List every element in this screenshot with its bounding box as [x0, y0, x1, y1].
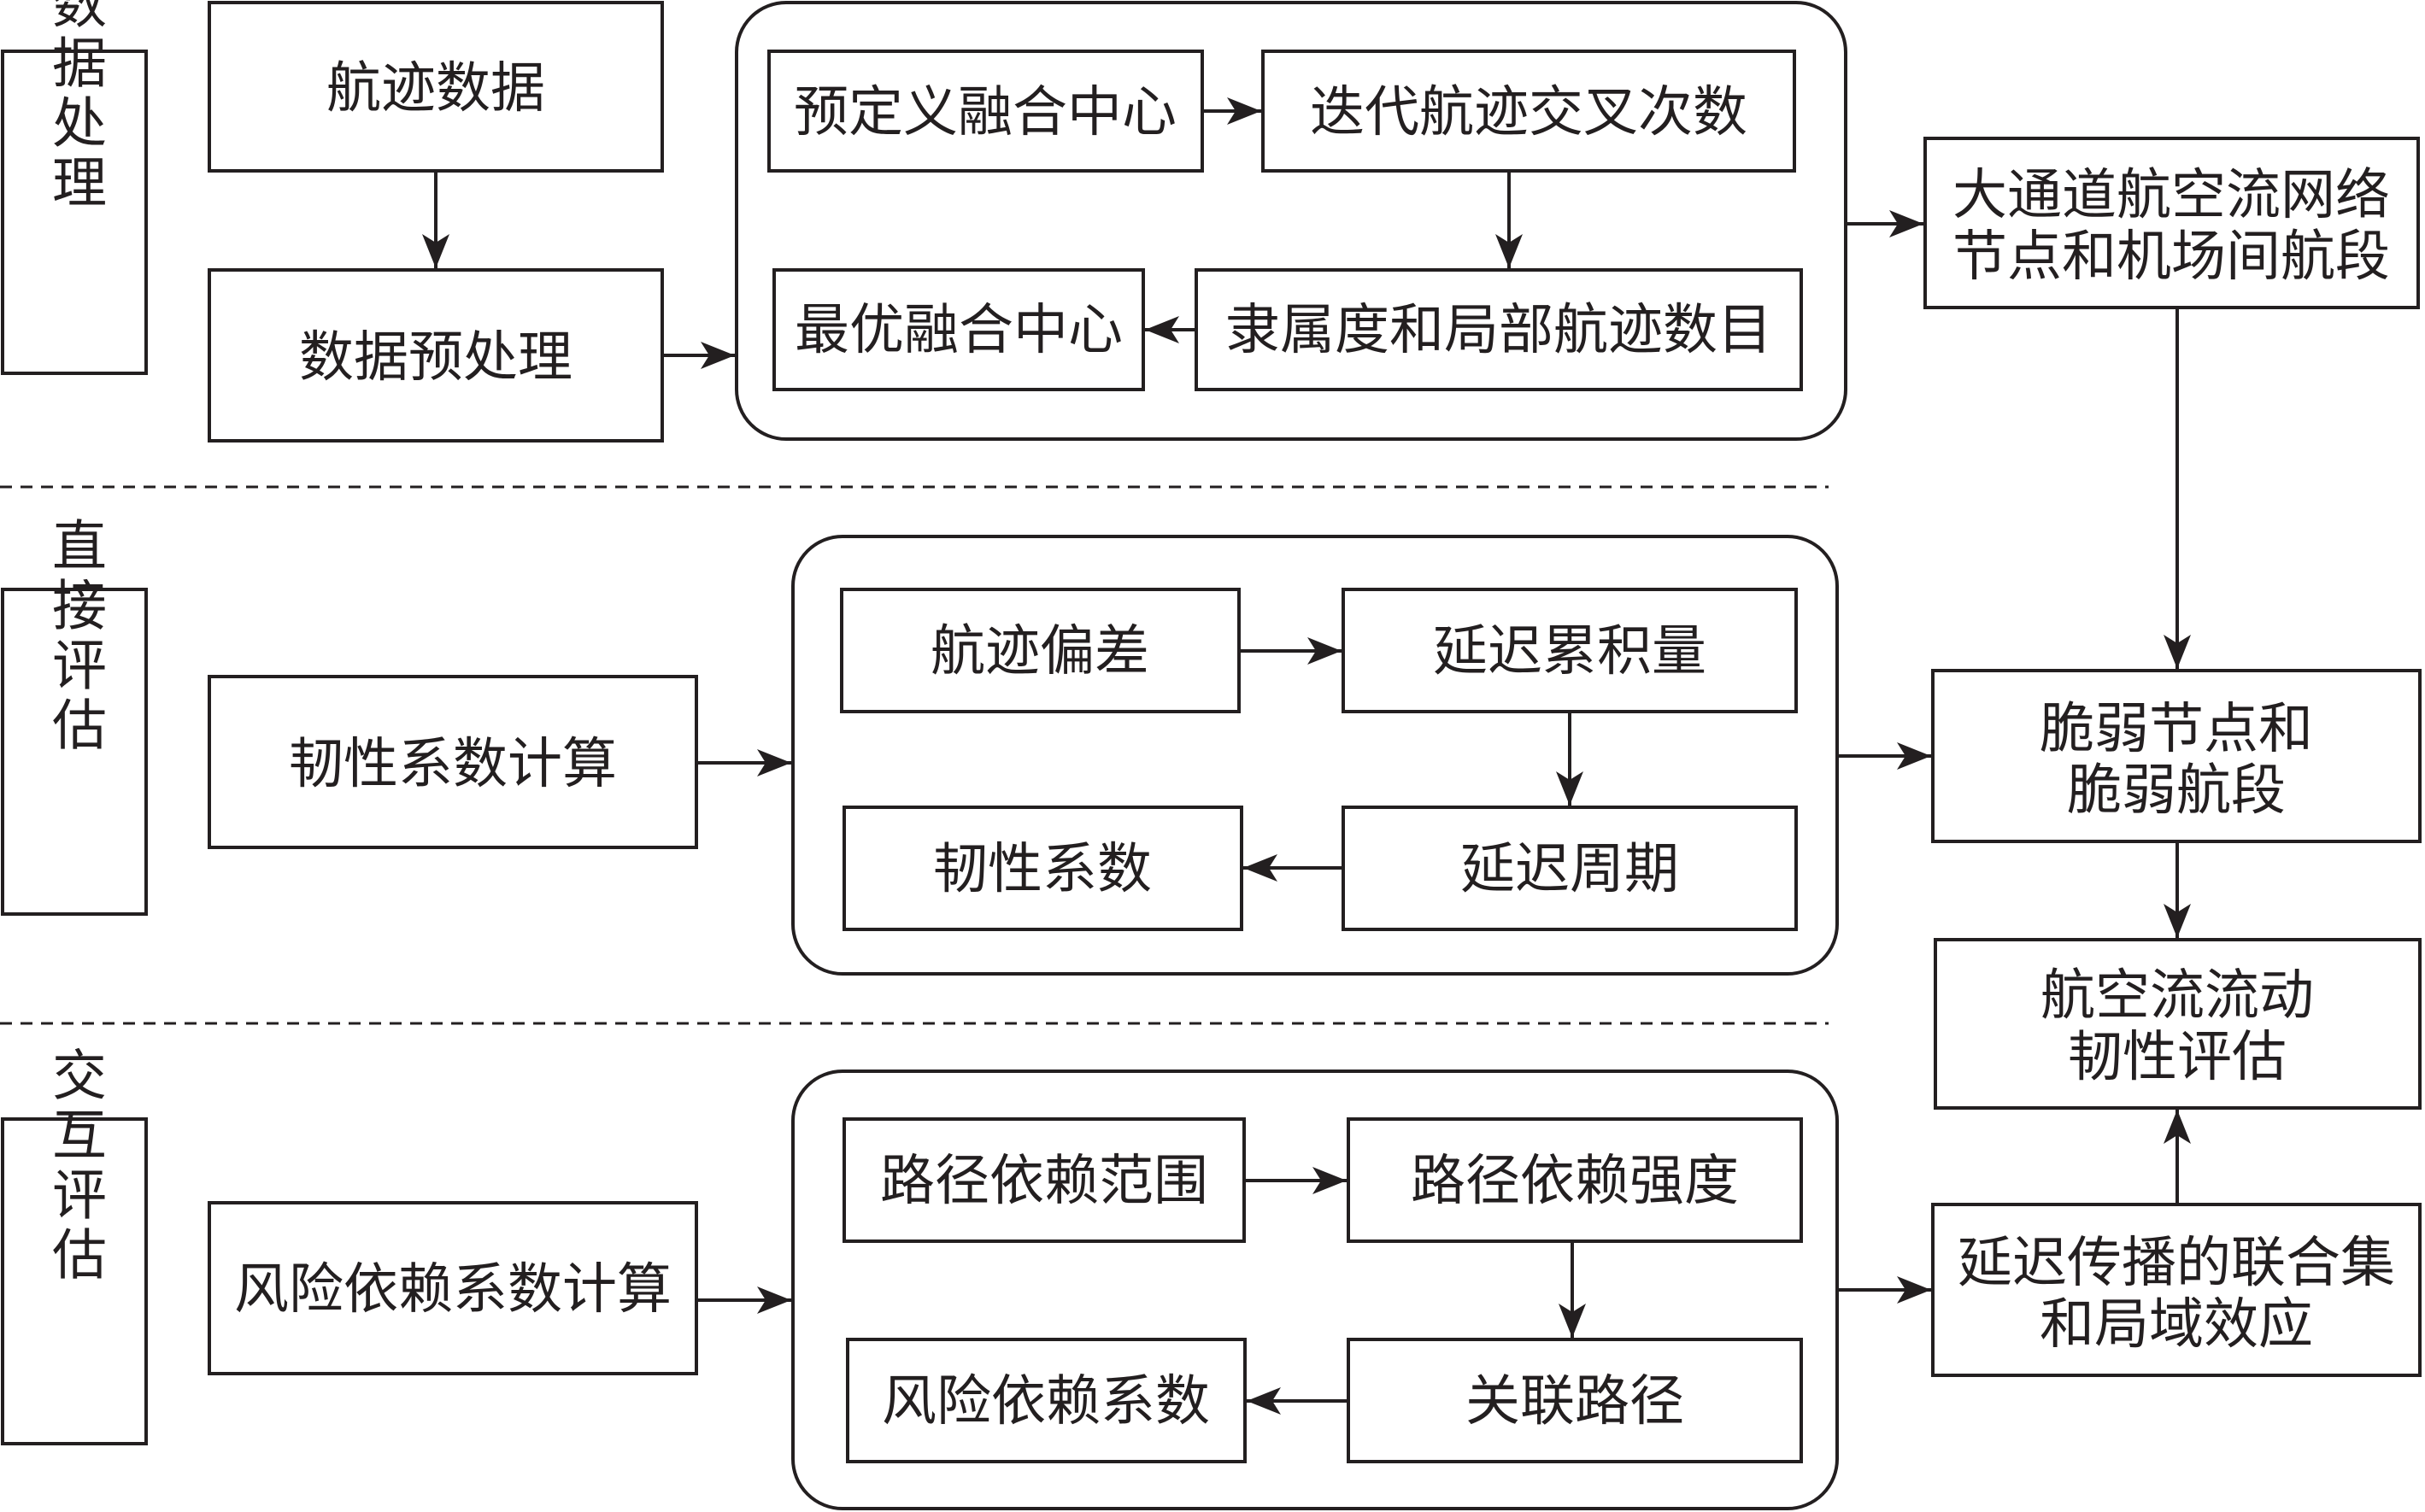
node-preprocess: 数据预处理: [208, 268, 664, 442]
svg-text:韧性系数: 韧性系数: [933, 838, 1152, 901]
svg-text:延迟周期: 延迟周期: [1460, 838, 1679, 901]
node-risk-calc: 风险依赖系数计算: [208, 1201, 698, 1375]
svg-text:数据预处理: 数据预处理: [299, 326, 572, 390]
svg-text:关联路径: 关联路径: [1465, 1370, 1684, 1433]
svg-text:路径依赖范围: 路径依赖范围: [880, 1150, 1208, 1213]
svg-text:韧性评估: 韧性评估: [2068, 1026, 2287, 1089]
svg-text:脆弱航段: 脆弱航段: [2067, 759, 2286, 823]
node-assoc-path: 关联路径: [1347, 1338, 1803, 1463]
node-delay-period: 延迟周期: [1342, 806, 1798, 931]
svg-text:大通道航空流网络: 大通道航空流网络: [1952, 164, 2390, 227]
svg-text:航迹偏差: 航迹偏差: [931, 620, 1149, 683]
svg-text:预定义融合中心: 预定义融合中心: [794, 81, 1177, 144]
node-delay-prop: 延迟传播的联合集 和局域效应: [1931, 1203, 2422, 1377]
node-resilience-coef: 韧性系数: [843, 806, 1243, 931]
svg-text:脆弱节点和: 脆弱节点和: [2040, 698, 2313, 761]
svg-text:航空流流动: 航空流流动: [2040, 964, 2314, 1028]
node-network-nodes: 大通道航空流网络 节点和机场间航段: [1923, 137, 2420, 309]
section-interactive-eval: 交互评估: [1, 1046, 148, 1445]
node-membership: 隶属度和局部航迹数目: [1195, 268, 1803, 391]
section-direct-eval: 直接评估: [1, 517, 148, 916]
section-interactive-eval-label: 交互评估: [43, 1046, 106, 1286]
node-risk-coef: 风险依赖系数: [846, 1338, 1247, 1463]
node-predef-center: 预定义融合中心: [767, 50, 1204, 173]
svg-text:路径依赖强度: 路径依赖强度: [1411, 1150, 1739, 1213]
node-track-dev: 航迹偏差: [840, 588, 1241, 713]
svg-text:风险依赖系数: 风险依赖系数: [882, 1370, 1210, 1433]
node-delay-accum: 延迟累积量: [1342, 588, 1798, 713]
svg-text:最优融合中心: 最优融合中心: [795, 299, 1123, 362]
svg-text:韧性系数计算: 韧性系数计算: [289, 733, 617, 796]
section-data-processing-label: 数据处理: [43, 0, 106, 214]
node-flow-resilience: 航空流流动 韧性评估: [1934, 938, 2422, 1110]
svg-text:和局域效应: 和局域效应: [2040, 1293, 2313, 1357]
node-path-strength: 路径依赖强度: [1347, 1117, 1803, 1243]
node-iter-cross: 迭代航迹交叉次数: [1261, 50, 1796, 173]
section-data-processing: 数据处理: [1, 0, 148, 375]
node-fragile: 脆弱节点和 脆弱航段: [1931, 669, 2422, 843]
node-optimal-center: 最优融合中心: [772, 268, 1145, 391]
svg-text:航迹数据: 航迹数据: [326, 57, 545, 120]
section-direct-eval-label: 直接评估: [43, 517, 106, 756]
node-resilience-calc: 韧性系数计算: [208, 675, 698, 849]
svg-text:隶属度和局部航迹数目: 隶属度和局部航迹数目: [1225, 299, 1772, 362]
svg-text:风险依赖系数计算: 风险依赖系数计算: [234, 1258, 672, 1322]
svg-text:延迟传播的联合集: 延迟传播的联合集: [1958, 1232, 2395, 1295]
svg-text:延迟累积量: 延迟累积量: [1433, 620, 1706, 683]
svg-text:迭代航迹交叉次数: 迭代航迹交叉次数: [1310, 81, 1747, 144]
node-track-data: 航迹数据: [208, 1, 664, 173]
svg-text:节点和机场间航段: 节点和机场间航段: [1952, 226, 2390, 289]
node-path-range: 路径依赖范围: [843, 1117, 1246, 1243]
